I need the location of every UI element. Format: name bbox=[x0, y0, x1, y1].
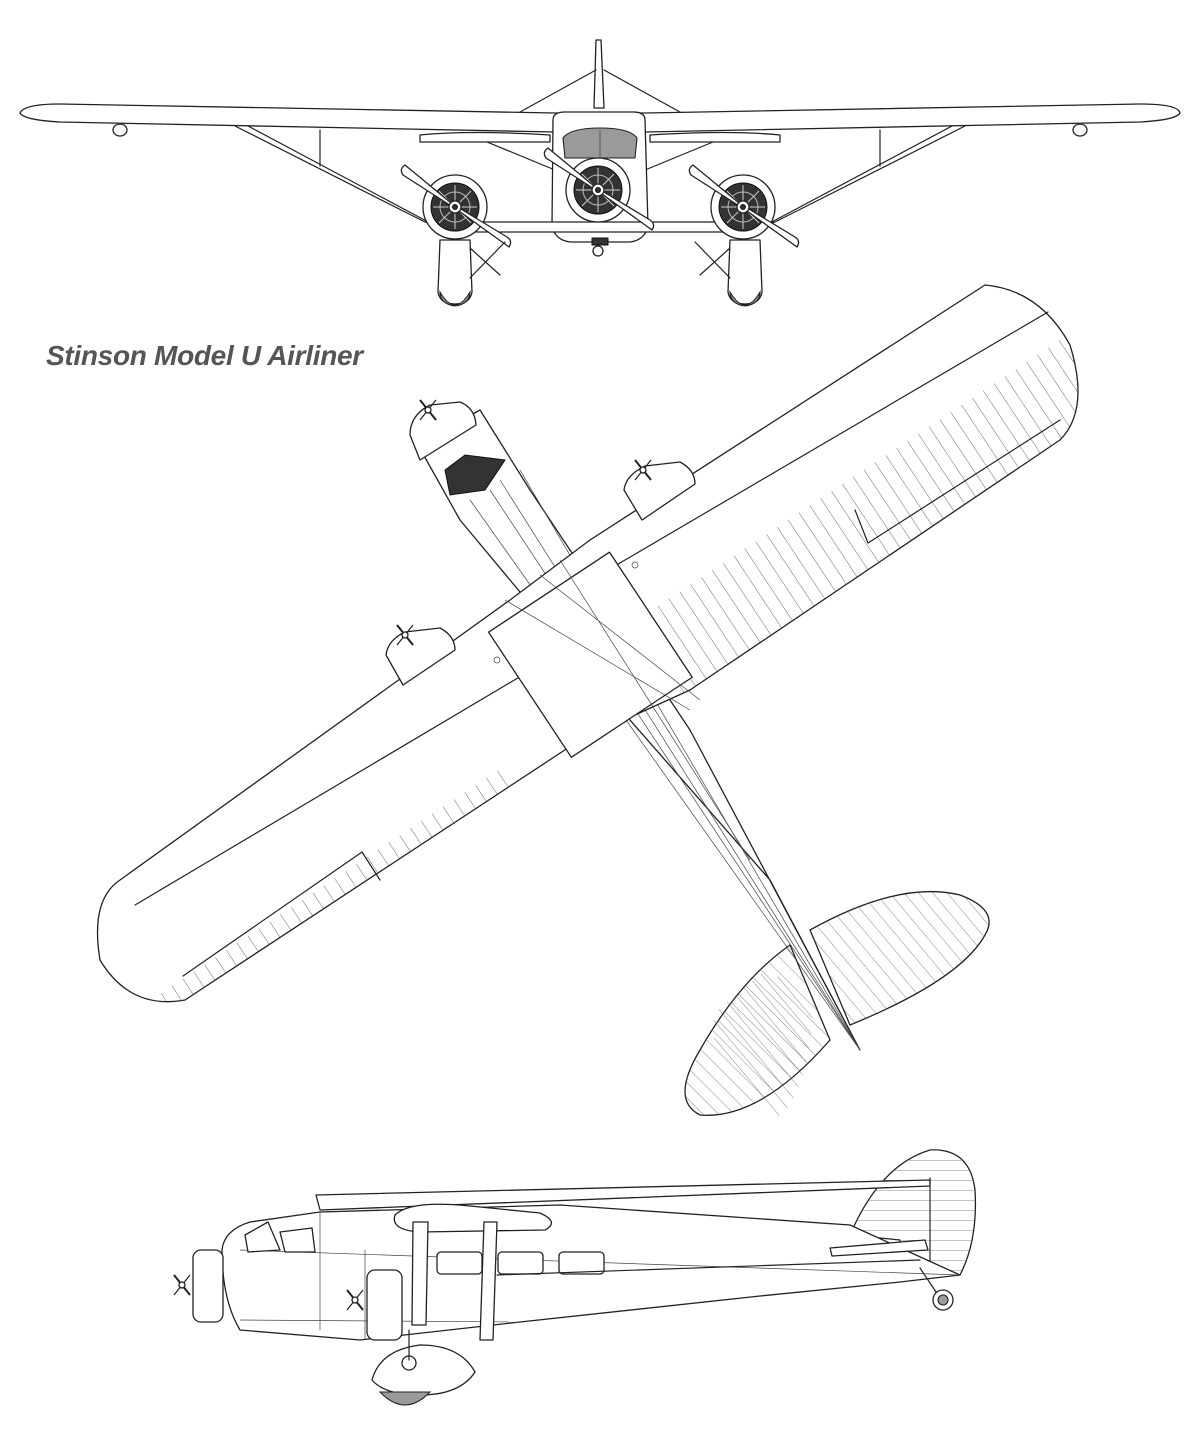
top-view-cockpit-window bbox=[444, 454, 506, 496]
top-view-wing bbox=[96, 284, 1079, 1003]
front-view-left-engine bbox=[400, 164, 512, 248]
top-view-right-nacelle bbox=[623, 459, 696, 521]
top-view-left-nacelle bbox=[385, 624, 456, 686]
side-view-wing bbox=[315, 1179, 931, 1211]
side-view bbox=[173, 1149, 977, 1406]
side-view-struts bbox=[411, 1221, 921, 1341]
side-view-main-landing-gear bbox=[371, 1329, 476, 1406]
side-view-windows bbox=[244, 1221, 605, 1275]
top-view bbox=[96, 284, 1079, 1120]
drawing-title: Stinson Model U Airliner bbox=[46, 340, 363, 371]
front-view-right-engine bbox=[688, 164, 800, 248]
side-view-tail-wheel bbox=[919, 1267, 954, 1311]
top-view-nose-engine bbox=[409, 399, 477, 461]
side-view-wing-engine bbox=[346, 1269, 403, 1341]
front-view-right-landing-gear bbox=[694, 239, 763, 307]
front-view-fin bbox=[593, 39, 605, 109]
side-view-nose-engine bbox=[173, 1249, 224, 1323]
front-view-left-landing-gear bbox=[437, 239, 506, 307]
front-view bbox=[19, 39, 1181, 307]
